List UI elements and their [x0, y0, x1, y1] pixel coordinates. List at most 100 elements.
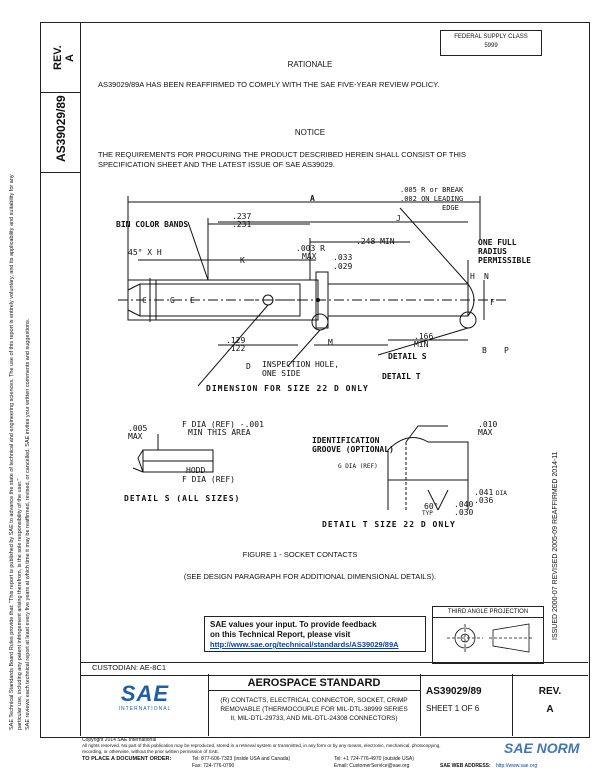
- fdia-ref-1: F DIA (REF) -.001: [182, 420, 264, 429]
- custodian-row: [80, 662, 588, 676]
- rationale-heading: RATIONALE: [287, 60, 333, 69]
- dim-r003-max: MAX: [302, 252, 317, 261]
- dim-K: K: [240, 256, 245, 265]
- dim-break: .005 R or BREAK: [400, 186, 464, 194]
- identification-groove-1: IDENTIFICATION: [312, 436, 380, 445]
- title-rev-label: REV.: [538, 686, 562, 697]
- inspection-hole-1: INSPECTION HOLE,: [262, 360, 340, 369]
- dim-010-max: MAX: [478, 428, 493, 437]
- hodd-label: HODD: [186, 466, 206, 475]
- dim-H: H: [470, 272, 475, 281]
- title-desc-3: II, MIL-DTL-29733, AND MIL-DTL-24308 CON…: [230, 715, 398, 722]
- dim-J: J: [396, 214, 401, 223]
- sae-logo: SAE INTERNATIONAL: [110, 681, 180, 713]
- spine-divider: [80, 22, 81, 736]
- sae-logo-mark: SAE: [120, 681, 170, 706]
- full-radius-1: ONE FULL: [478, 238, 517, 247]
- dim-231: .231: [232, 220, 252, 229]
- revision-history: ISSUED 2000-07 REVISED 2005-09 REAFFIRME…: [552, 451, 559, 640]
- spine-rev-value: A: [64, 54, 76, 62]
- custodian-label: CUSTODIAN: AE-8C1: [92, 663, 167, 672]
- bin-color-bands-label: BIN COLOR BANDS: [116, 220, 189, 229]
- dim-033: .033: [333, 253, 353, 262]
- fdia-ref-2: MIN THIS AREA: [188, 428, 251, 437]
- dim-E: E: [190, 296, 195, 305]
- dim-M: M: [328, 338, 333, 347]
- gdia-ref: G DIA (REF): [338, 463, 378, 470]
- dim-237: .237: [232, 212, 252, 221]
- dim-dia: DIA: [496, 490, 507, 497]
- dim-029: .029: [333, 262, 353, 271]
- footer-email: Email: CustomerService@sae.org: [334, 763, 410, 769]
- title-divider-1: [208, 674, 209, 736]
- footer-web-value[interactable]: http://www.sae.org: [496, 763, 538, 769]
- spine-rev-label: REV.: [52, 45, 64, 70]
- title-rev-value: A: [546, 704, 554, 715]
- dim-F: F: [490, 298, 495, 307]
- feedback-link[interactable]: http://www.sae.org/technical/standards/A…: [210, 640, 399, 649]
- dim-r003: .003 R: [296, 244, 325, 253]
- title-heading: AEROSPACE STANDARD: [247, 677, 381, 689]
- dim-036: .036: [474, 496, 494, 505]
- detail-t-callout: DETAIL T: [382, 372, 421, 381]
- title-divider-2: [420, 674, 421, 736]
- dim-129: .129: [226, 336, 246, 345]
- title-desc-2: REMOVABLE (THERMOCOUPLE FOR MIL-DTL-3899…: [220, 706, 408, 713]
- dim-B: B: [482, 346, 487, 355]
- dim-D: D: [246, 362, 251, 371]
- figure-note: (SEE DESIGN PARAGRAPH FOR ADDITIONAL DIM…: [183, 572, 437, 581]
- notice-text-2: SPECIFICATION SHEET AND THE LATEST ISSUE…: [98, 160, 335, 169]
- detail-t-title: DETAIL T SIZE 22 D ONLY: [322, 520, 456, 529]
- sae-logo-sub: INTERNATIONAL: [118, 706, 172, 712]
- identification-groove-2: GROOVE (OPTIONAL): [312, 445, 394, 454]
- dim-122: .122: [226, 344, 246, 353]
- dim-041: .041: [474, 488, 494, 497]
- feedback-line-1: SAE values your input. To provide feedba…: [210, 620, 377, 629]
- title-heading-rule: [208, 690, 420, 691]
- feedback-line-2: on this Technical Report, please visit: [210, 630, 351, 639]
- spine-doc-separator: [40, 172, 80, 173]
- full-radius-2: RADIUS: [478, 247, 507, 256]
- footer-copyright: Copyright 2014 SAE International: [82, 737, 157, 743]
- page-frame: [40, 22, 590, 738]
- inspection-hole-2: ONE SIDE: [262, 369, 301, 378]
- projection-box: THIRD ANGLE PROJECTION: [432, 606, 544, 664]
- dim-A: A: [310, 194, 315, 203]
- dimension-size-note: DIMENSION FOR SIZE 22 D ONLY: [206, 384, 369, 393]
- title-doc-number: AS39029/89: [426, 686, 482, 697]
- spine-disclaimer-2: SAE reviews each technical report at lea…: [25, 318, 31, 730]
- footer-rights-1: All rights reserved. No part of this pub…: [82, 743, 441, 748]
- dim-166: .166: [414, 332, 434, 341]
- dim-chamfer: 45° X H: [128, 248, 162, 257]
- dim-005: .005: [128, 424, 148, 433]
- full-radius-3: PERMISSIBLE: [478, 256, 531, 265]
- fsc-value: 5999: [484, 43, 498, 49]
- dim-N: N: [484, 272, 489, 281]
- spine-disclaimer-1: SAE Technical Standards Board Rules prov…: [9, 174, 23, 730]
- dim-C: C: [142, 296, 147, 305]
- title-divider-3: [512, 674, 513, 736]
- dim-166-min: MIN: [414, 340, 429, 349]
- notice-text-1: THE REQUIREMENTS FOR PROCURING THE PRODU…: [98, 150, 466, 159]
- dim-break2: .002 ON LEADING: [400, 195, 464, 203]
- detail-s-title: DETAIL S (ALL SIZES): [124, 494, 241, 503]
- dim-edge: EDGE: [442, 204, 459, 212]
- federal-supply-class-box: FEDERAL SUPPLY CLASS 5999: [440, 30, 542, 56]
- dim-040: .040: [454, 500, 474, 509]
- footer-fax: Fax: 724-776-0790: [192, 763, 235, 769]
- projection-label: THIRD ANGLE PROJECTION: [433, 607, 543, 618]
- spine-rev-separator: [40, 92, 80, 93]
- socket-contact-drawing: [118, 196, 508, 511]
- footer-rights-2: recording, or otherwise, without the pri…: [82, 749, 220, 754]
- fdia-ref-3: F DIA (REF): [182, 475, 235, 484]
- notice-heading: NOTICE: [294, 128, 326, 137]
- watermark: SAE NORM: [504, 740, 580, 756]
- rationale-text: AS39029/89A HAS BEEN REAFFIRMED TO COMPL…: [98, 80, 440, 89]
- feedback-box: SAE values your input. To provide feedba…: [204, 616, 426, 652]
- spine-doc-number: AS39029/89: [54, 95, 68, 162]
- footer-order: TO PLACE A DOCUMENT ORDER:: [82, 756, 172, 762]
- title-desc-1: (R) CONTACTS, ELECTRICAL CONNECTOR, SOCK…: [220, 697, 408, 704]
- dim-60deg: 60°: [424, 502, 439, 511]
- figure-caption: FIGURE 1 - SOCKET CONTACTS: [242, 550, 358, 559]
- dim-010: .010: [478, 420, 498, 429]
